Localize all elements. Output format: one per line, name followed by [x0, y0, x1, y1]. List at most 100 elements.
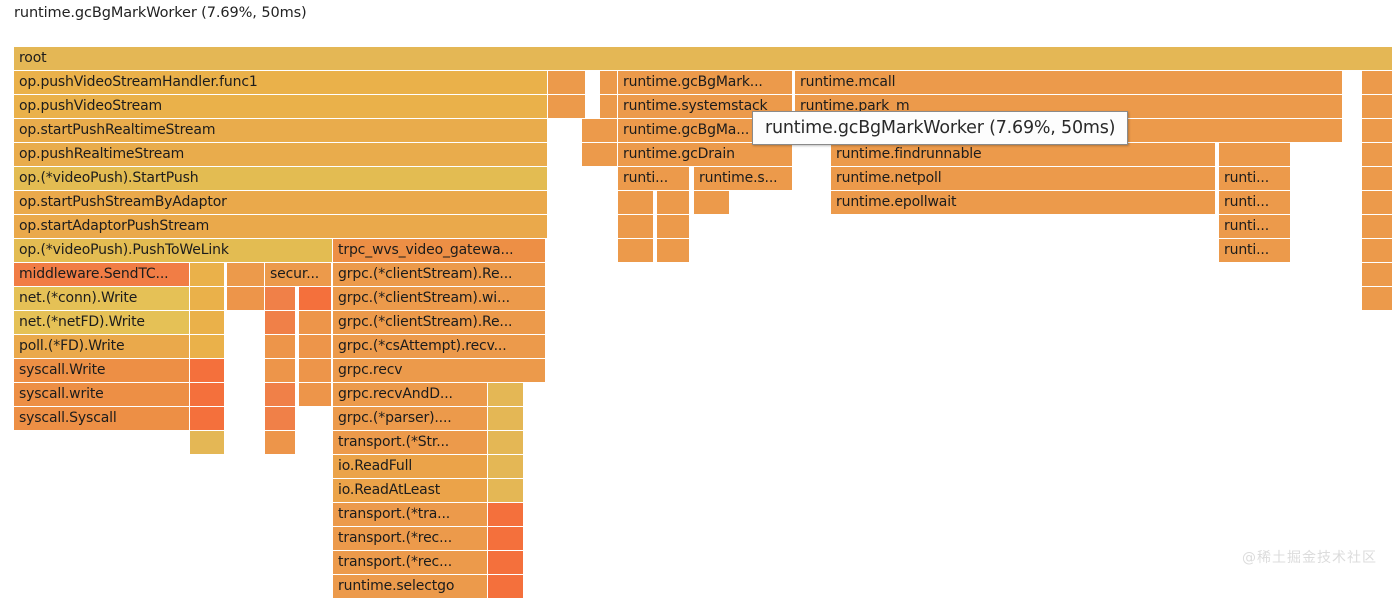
flame-frame-unlabeled[interactable] [582, 119, 618, 143]
flame-frame[interactable]: runtime.gcBgMark... [618, 71, 793, 95]
flame-frame[interactable]: grpc.recvAndD... [333, 383, 488, 407]
flame-frame-unlabeled[interactable] [488, 503, 524, 527]
flame-frame[interactable]: syscall.write [14, 383, 190, 407]
flame-frame-unlabeled[interactable] [488, 383, 524, 407]
flame-frame-unlabeled[interactable] [190, 431, 225, 455]
flame-frame[interactable]: transport.(*rec... [333, 551, 488, 575]
flame-frame-unlabeled[interactable] [488, 575, 524, 599]
flame-frame-unlabeled[interactable] [1362, 71, 1393, 95]
flame-frame-unlabeled[interactable] [694, 191, 730, 215]
flame-frame[interactable]: op.startAdaptorPushStream [14, 215, 548, 239]
flame-frame[interactable]: op.startPushRealtimeStream [14, 119, 548, 143]
flame-frame-unlabeled[interactable] [1362, 239, 1393, 263]
flame-frame[interactable]: poll.(*FD).Write [14, 335, 190, 359]
flame-frame-unlabeled[interactable] [618, 215, 654, 239]
flame-frame-unlabeled[interactable] [548, 71, 586, 95]
flame-frame-unlabeled[interactable] [190, 359, 225, 383]
flame-frame[interactable]: grpc.(*clientStream).Re... [333, 311, 546, 335]
flame-frame-unlabeled[interactable] [299, 359, 332, 383]
flame-frame[interactable]: grpc.(*clientStream).Re... [333, 263, 546, 287]
flame-frame[interactable]: runtime.netpoll [831, 167, 1216, 191]
flame-frame-unlabeled[interactable] [1362, 95, 1393, 119]
flame-frame[interactable]: runtime.s... [694, 167, 793, 191]
flame-frame[interactable]: secur... [265, 263, 332, 287]
flame-frame-unlabeled[interactable] [227, 287, 265, 311]
flame-frame-unlabeled[interactable] [488, 455, 524, 479]
flame-frame[interactable]: runtime.systemstack [618, 95, 793, 119]
flame-frame[interactable]: op.pushVideoStreamHandler.func1 [14, 71, 548, 95]
flame-frame-unlabeled[interactable] [1362, 143, 1393, 167]
flame-frame-unlabeled[interactable] [1362, 215, 1393, 239]
flame-frame-unlabeled[interactable] [265, 311, 296, 335]
flame-frame[interactable]: runtime.gcDrain [618, 143, 793, 167]
flame-frame[interactable]: grpc.(*parser).... [333, 407, 488, 431]
flame-frame[interactable]: io.ReadFull [333, 455, 488, 479]
flame-frame-unlabeled[interactable] [600, 95, 618, 119]
flame-frame-unlabeled[interactable] [618, 239, 654, 263]
flame-frame[interactable]: op.startPushStreamByAdaptor [14, 191, 548, 215]
flame-frame[interactable]: runti... [618, 167, 690, 191]
flame-frame[interactable]: runtime.findrunnable [831, 143, 1216, 167]
flame-frame-unlabeled[interactable] [657, 239, 690, 263]
flame-frame[interactable]: net.(*conn).Write [14, 287, 190, 311]
flame-frame[interactable]: syscall.Write [14, 359, 190, 383]
flame-frame-unlabeled[interactable] [190, 407, 225, 431]
flame-frame-unlabeled[interactable] [488, 407, 524, 431]
flame-frame-unlabeled[interactable] [1362, 119, 1393, 143]
flame-frame-unlabeled[interactable] [265, 383, 296, 407]
flame-frame[interactable]: net.(*netFD).Write [14, 311, 190, 335]
flame-frame-unlabeled[interactable] [265, 359, 296, 383]
flame-frame-unlabeled[interactable] [618, 191, 654, 215]
flame-frame[interactable]: grpc.(*csAttempt).recv... [333, 335, 546, 359]
flame-frame-unlabeled[interactable] [190, 287, 225, 311]
flame-frame-unlabeled[interactable] [190, 263, 225, 287]
flame-frame-unlabeled[interactable] [265, 287, 296, 311]
flame-frame[interactable]: runtime.epollwait [831, 191, 1216, 215]
flame-frame-unlabeled[interactable] [488, 551, 524, 575]
flame-frame-unlabeled[interactable] [227, 263, 265, 287]
flame-frame[interactable]: grpc.recv [333, 359, 546, 383]
flame-frame-unlabeled[interactable] [548, 95, 586, 119]
flame-frame[interactable]: transport.(*Str... [333, 431, 488, 455]
flame-frame[interactable]: op.pushVideoStream [14, 95, 548, 119]
flame-frame-unlabeled[interactable] [657, 191, 690, 215]
flame-frame-unlabeled[interactable] [1362, 263, 1393, 287]
flame-frame[interactable]: grpc.(*clientStream).wi... [333, 287, 546, 311]
flame-frame-unlabeled[interactable] [190, 335, 225, 359]
flame-frame-unlabeled[interactable] [1362, 191, 1393, 215]
flame-frame-unlabeled[interactable] [299, 287, 332, 311]
flame-frame-unlabeled[interactable] [657, 215, 690, 239]
flame-frame[interactable]: op.(*videoPush).PushToWeLink [14, 239, 333, 263]
flame-frame[interactable]: trpc_wvs_video_gatewa... [333, 239, 546, 263]
flame-frame-unlabeled[interactable] [299, 311, 332, 335]
flame-frame-unlabeled[interactable] [190, 311, 225, 335]
flame-frame-unlabeled[interactable] [265, 407, 296, 431]
flame-frame-unlabeled[interactable] [488, 479, 524, 503]
flame-frame-unlabeled[interactable] [265, 335, 296, 359]
flame-frame-unlabeled[interactable] [299, 335, 332, 359]
flame-frame[interactable]: runti... [1219, 239, 1291, 263]
flame-frame-unlabeled[interactable] [600, 71, 618, 95]
flame-frame[interactable]: syscall.Syscall [14, 407, 190, 431]
flame-frame[interactable]: runti... [1219, 215, 1291, 239]
flame-frame-unlabeled[interactable] [582, 143, 618, 167]
flame-frame-unlabeled[interactable] [1362, 167, 1393, 191]
flame-frame-unlabeled[interactable] [488, 527, 524, 551]
flame-frame[interactable]: op.pushRealtimeStream [14, 143, 548, 167]
flame-frame[interactable]: runti... [1219, 191, 1291, 215]
flame-frame[interactable]: transport.(*rec... [333, 527, 488, 551]
flame-frame[interactable]: root [14, 47, 1393, 71]
flame-frame-unlabeled[interactable] [1362, 287, 1393, 311]
flame-frame[interactable]: transport.(*tra... [333, 503, 488, 527]
flame-frame[interactable]: io.ReadAtLeast [333, 479, 488, 503]
flame-frame-unlabeled[interactable] [299, 383, 332, 407]
flame-frame[interactable]: runtime.selectgo [333, 575, 488, 599]
flame-frame-unlabeled[interactable] [265, 431, 296, 455]
flame-frame-unlabeled[interactable] [190, 383, 225, 407]
flame-frame[interactable]: runtime.mcall [795, 71, 1343, 95]
flame-frame[interactable]: op.(*videoPush).StartPush [14, 167, 548, 191]
flame-frame[interactable]: middleware.SendTC... [14, 263, 190, 287]
flame-frame-unlabeled[interactable] [488, 431, 524, 455]
flame-frame[interactable]: runti... [1219, 167, 1291, 191]
